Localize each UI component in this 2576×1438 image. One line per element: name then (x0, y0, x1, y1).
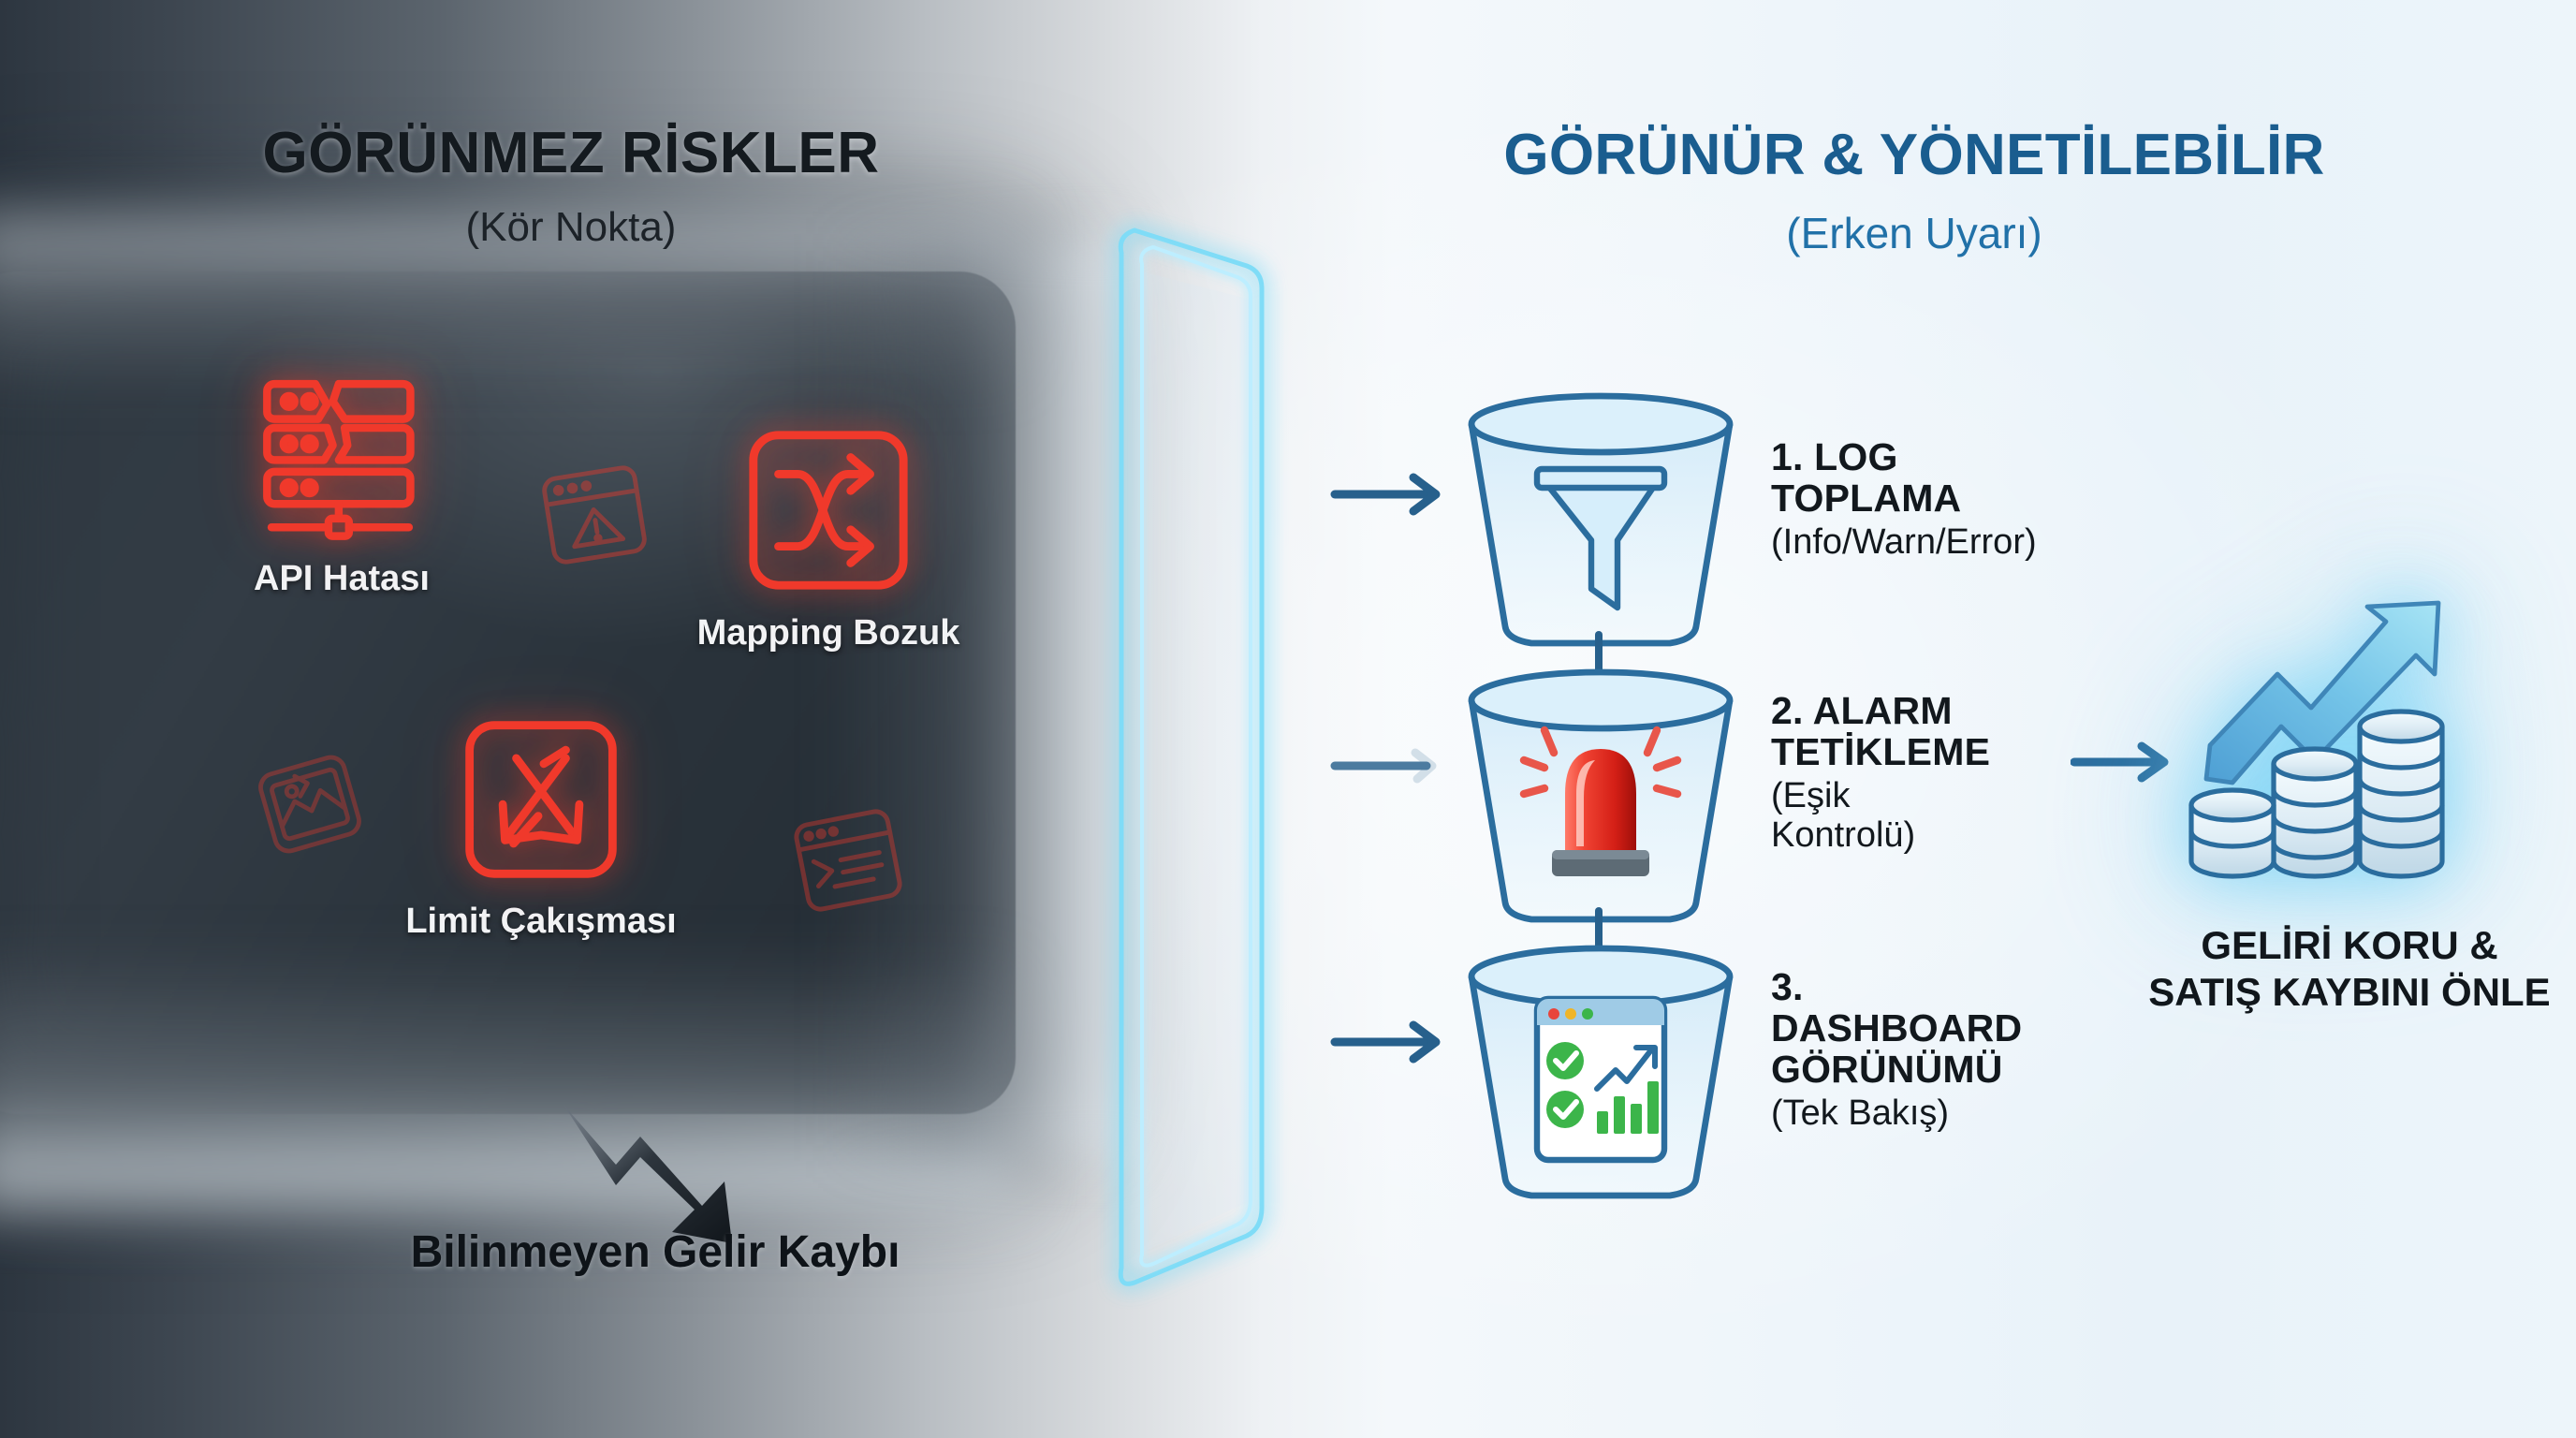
step-title-line1: 2. ALARM (1771, 689, 1953, 732)
pipeline-step-2: 2. ALARM TETİKLEME (Eşik Kontrolü) (1442, 655, 1990, 932)
shuffle-arrows-icon (669, 421, 988, 604)
crossing-arrows-icon (363, 712, 719, 892)
downward-trend-arrow-icon (552, 1093, 758, 1248)
broken-image-icon (255, 749, 365, 864)
outcome-label: GELİRİ KORU & SATIŞ KAYBINI ÖNLE (2106, 922, 2576, 1015)
loss-label: Bilinmeyen Gelir Kaybı (410, 1227, 900, 1277)
arrow-right-icon (1329, 740, 1451, 797)
risk-label: Limit Çakışması (405, 902, 677, 941)
risk-item-api-error: API Hatası (187, 358, 496, 599)
step-title-line1: 3. DASHBOARD (1771, 965, 2023, 1049)
glowing-portal-icon (1076, 197, 1310, 1325)
step-title-line2: TETİKLEME (1771, 729, 1991, 773)
outcome-line-2: SATIŞ KAYBINI ÖNLE (2148, 969, 2551, 1014)
left-subheading: (Kör Nokta) (465, 204, 677, 250)
alarm-siren-funnel (1468, 668, 1734, 923)
coins-growth-icon (2158, 599, 2532, 913)
risk-label: Mapping Bozuk (696, 613, 960, 653)
pipeline-step-1-text: 1. LOG TOPLAMA (Info/Warn/Error) (1771, 435, 2037, 563)
step-title: 1. LOG TOPLAMA (1771, 435, 1962, 520)
dashboard-window-funnel (1468, 945, 1734, 1199)
step-subtitle: (Tek Bakış) (1771, 1093, 1950, 1133)
right-heading: GÖRÜNÜR & YÖNETİLEBİLİR (1503, 123, 2325, 187)
arrow-right-icon (2070, 736, 2183, 793)
pipeline-step-3-text: 3. DASHBOARD GÖRÜNÜMÜ (Tek Bakış) (1771, 965, 2023, 1133)
step-subtitle: (Eşik Kontrolü) (1771, 775, 1916, 855)
risk-item-limit-collision: Limit Çakışması (363, 712, 719, 942)
terminal-window-icon (791, 803, 905, 922)
pipeline-step-3: 3. DASHBOARD GÖRÜNÜMÜ (Tek Bakış) (1442, 932, 2022, 1208)
dashboard-window-icon (1533, 995, 1668, 1164)
pipeline-step-2-text: 2. ALARM TETİKLEME (Eşik Kontrolü) (1771, 689, 1991, 855)
step-title-line2: GÖRÜNÜMÜ (1771, 1047, 2003, 1091)
alarm-siren-icon (1519, 726, 1682, 876)
right-subheading: (Erken Uyarı) (1786, 209, 2042, 257)
step-subtitle: (Info/Warn/Error) (1771, 521, 2037, 562)
panel-right-fade (824, 234, 1133, 1161)
browser-warning-icon (538, 459, 651, 576)
risk-item-mapping-broken: Mapping Bozuk (669, 421, 988, 653)
arrow-right-icon (1329, 468, 1451, 525)
pipeline-step-1: 1. LOG TOPLAMA (Info/Warn/Error) (1442, 379, 2037, 655)
outcome-line-1: GELİRİ KORU & (2201, 923, 2498, 967)
funnel-filter-icon (1468, 392, 1734, 647)
arrow-right-icon (1329, 1016, 1451, 1073)
left-heading: GÖRÜNMEZ RİSKLER (262, 121, 880, 185)
risk-label: API Hatası (254, 559, 430, 598)
broken-server-icon (187, 358, 496, 550)
